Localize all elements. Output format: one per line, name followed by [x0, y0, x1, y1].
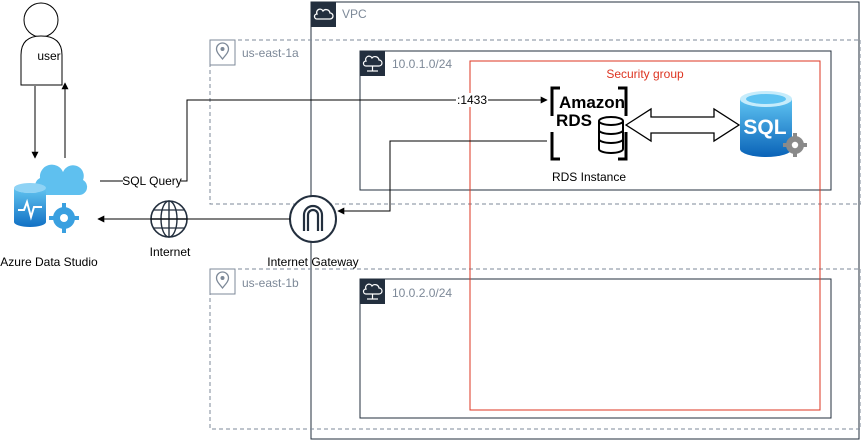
rds-to-gateway-arrow — [337, 140, 547, 215]
sql-server-icon: SQL — [740, 91, 807, 157]
subnet-group-b: 10.0.2.0/24 — [359, 278, 832, 419]
user-actor: user — [20, 2, 63, 86]
subnet-cloud-icon — [360, 51, 385, 76]
port-label: :1433 — [457, 93, 487, 107]
sql-query-label-bg — [123, 174, 181, 188]
gateway-icon — [289, 195, 337, 243]
location-pin-icon — [209, 268, 236, 295]
sql-logo-text: SQL — [743, 116, 786, 139]
az-label: us-east-1b — [242, 276, 299, 290]
internet-node: Internet — [150, 200, 191, 259]
port-label-bg — [456, 93, 488, 107]
rds-icon: Amazon RDS — [549, 86, 629, 161]
az-label: us-east-1a — [242, 46, 299, 60]
location-pin-icon — [209, 39, 236, 66]
subnet-label: 10.0.2.0/24 — [392, 286, 452, 300]
person-icon — [20, 2, 63, 86]
user-label: user — [37, 49, 60, 63]
database-icon — [598, 116, 624, 154]
gear-icon — [783, 133, 807, 157]
subnet-cloud-icon — [360, 279, 385, 304]
rds-instance-label: RDS Instance — [552, 170, 626, 184]
internet-gateway-node: Internet Gateway — [267, 195, 359, 269]
security-group: Security group — [469, 60, 821, 411]
azure-data-studio-icon — [14, 164, 88, 233]
azure-data-studio-label: Azure Data Studio — [0, 255, 98, 269]
azure-data-studio-node: Azure Data Studio — [0, 164, 98, 269]
security-group-label: Security group — [606, 67, 684, 81]
gear-icon — [49, 203, 79, 233]
vpc-label: VPC — [342, 7, 367, 21]
rds-sql-bidirectional-arrow — [624, 107, 741, 143]
sql-query-label: SQL Query — [122, 174, 182, 188]
az-group-us-east-1a: us-east-1a — [209, 39, 861, 205]
az-group-us-east-1b: us-east-1b — [209, 268, 861, 430]
subnet-group-a: 10.0.1.0/24 — [359, 50, 832, 191]
sql-server-node: SQL — [740, 91, 807, 157]
internet-gateway-label: Internet Gateway — [267, 255, 358, 269]
cloud-icon — [311, 2, 336, 27]
rds-instance-node: Amazon RDS RDS Instance — [549, 86, 629, 184]
rds-logo-line2: RDS — [556, 111, 592, 130]
subnet-label: 10.0.1.0/24 — [392, 57, 452, 71]
rds-logo-line1: Amazon — [559, 93, 625, 112]
internet-label: Internet — [150, 245, 191, 259]
